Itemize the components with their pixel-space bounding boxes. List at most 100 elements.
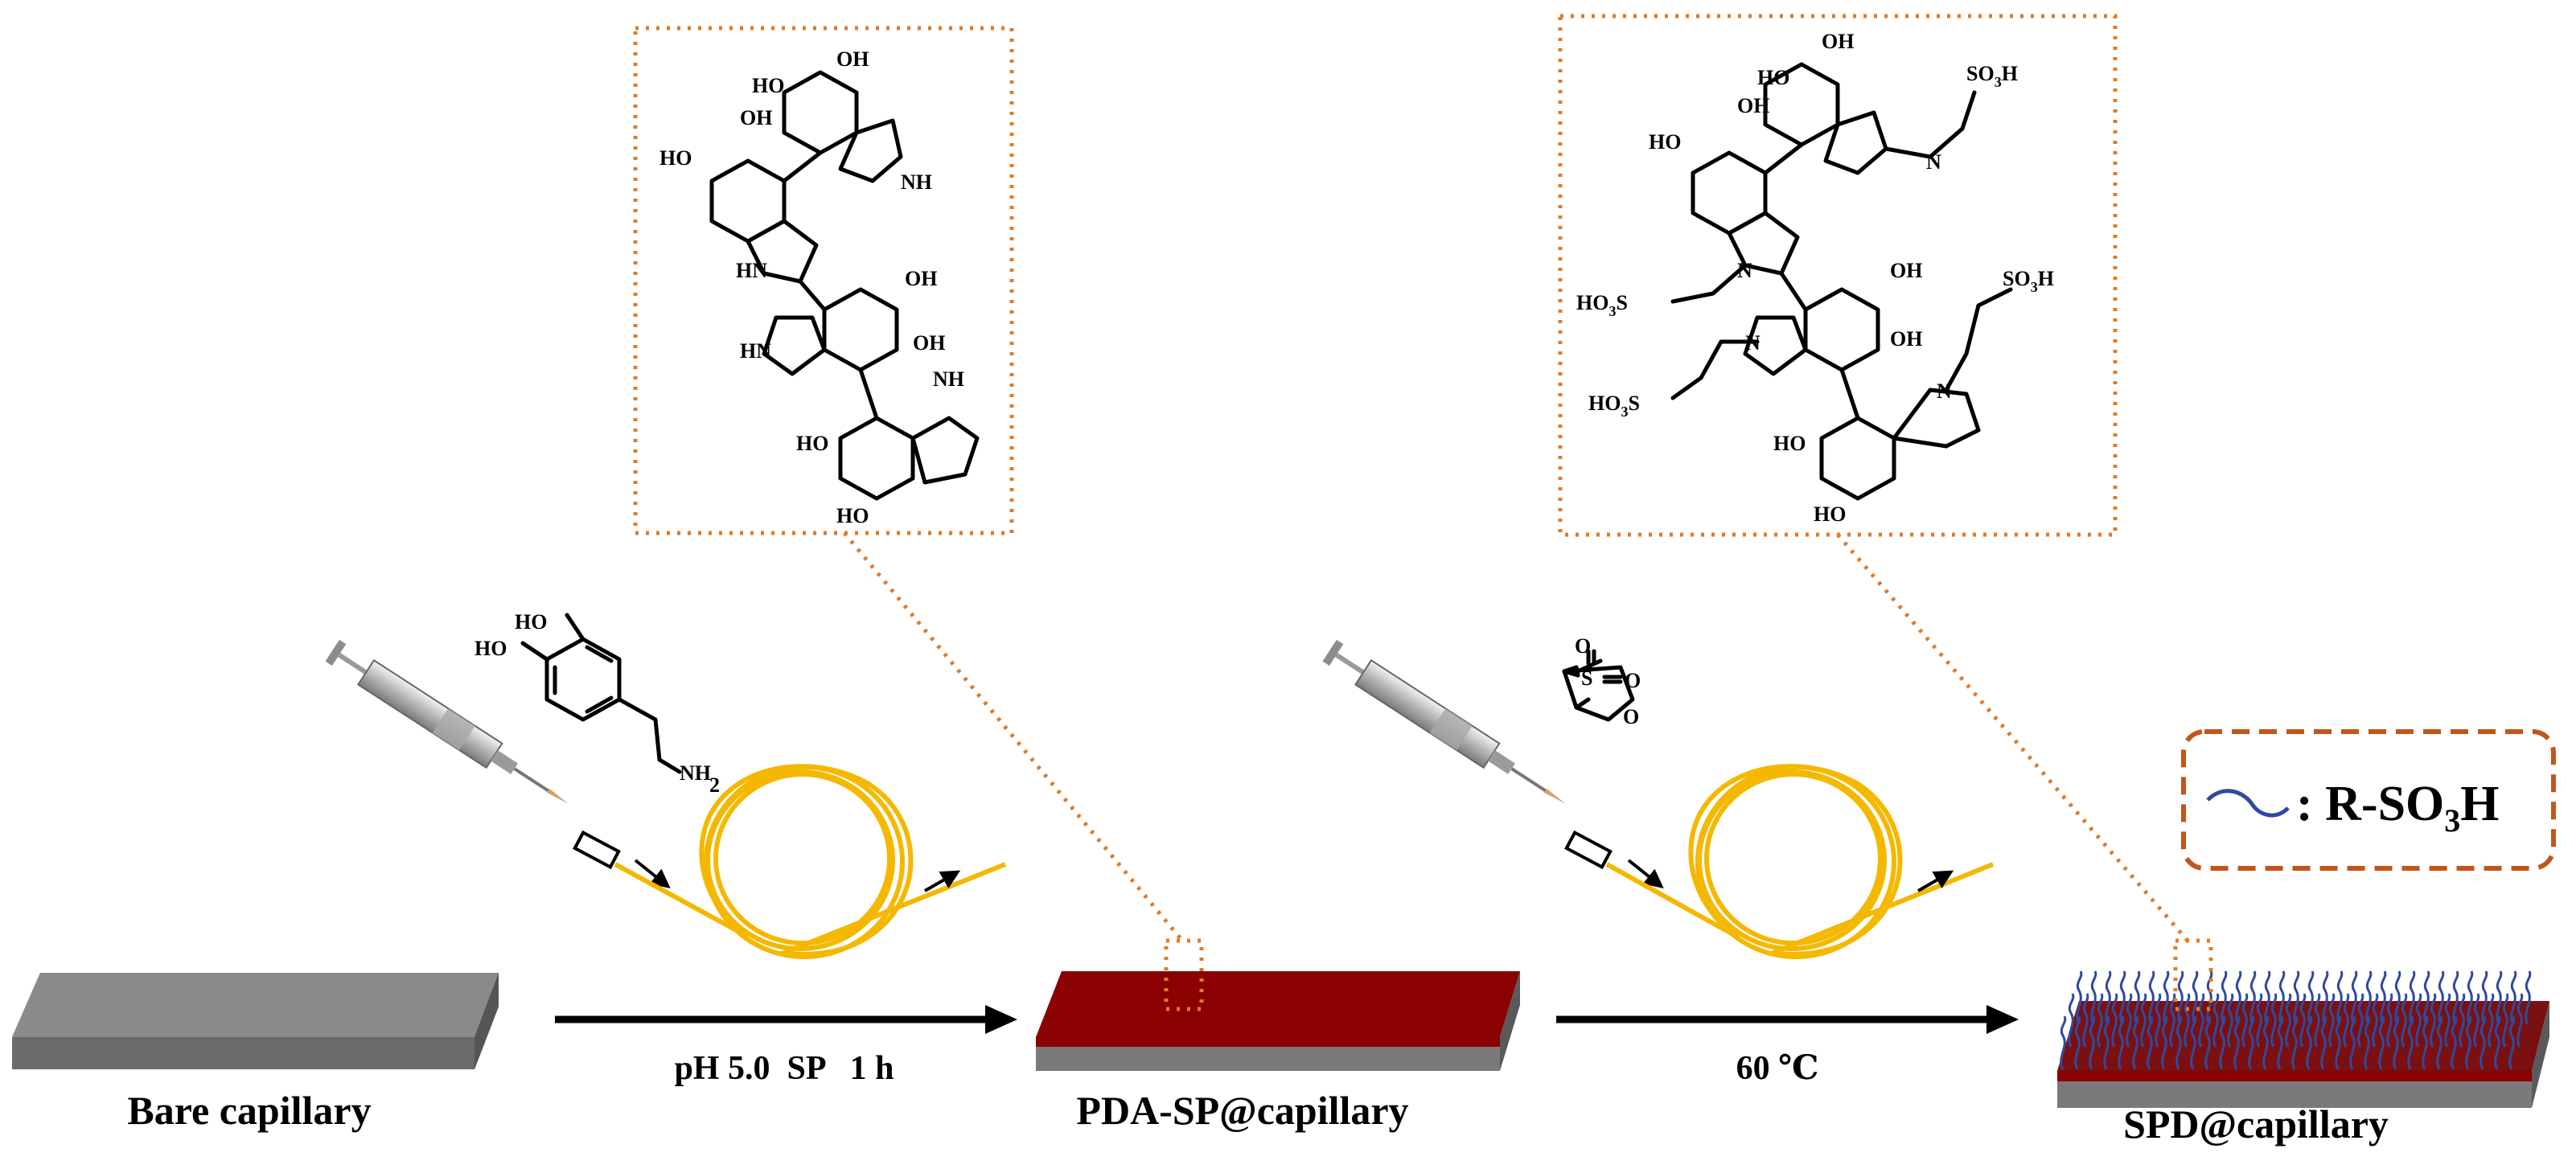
sulfonate-brush (2293, 970, 2300, 1025)
legend-box: : R-SO3H (2181, 729, 2556, 871)
sulfonate-brush (2401, 993, 2408, 1048)
sulfonate-brush (2262, 1015, 2270, 1070)
sulfonate-brush (2380, 970, 2387, 1025)
sulfonate-brush (2118, 1015, 2125, 1070)
pda-oh-4: OH (913, 331, 945, 355)
sulfonate-brush (2444, 993, 2451, 1048)
pda-oh-2: OH (740, 106, 772, 129)
spd-oh-4: OH (1890, 327, 1922, 351)
capillary-coil-1 (614, 764, 1007, 959)
dopamine-nh2-sub: 2 (709, 773, 720, 797)
sulfonate-brush (2119, 970, 2126, 1025)
sulfonate-brush (2343, 993, 2350, 1048)
spd-oh-1: OH (1822, 30, 1854, 53)
flow-arrow-in-2 (1627, 859, 1664, 888)
pda-oh-3: OH (905, 267, 937, 290)
sulfonate-brush (2378, 1015, 2385, 1070)
sulfonate-brush (2438, 970, 2445, 1025)
sulfonate-brush (2357, 993, 2364, 1048)
sultone-o-right: O (1625, 669, 1641, 692)
sulfonate-brush (2090, 970, 2097, 1025)
step1-arrow (555, 1005, 1017, 1034)
sulfonate-chain-icon (2206, 789, 2290, 818)
sulfonate-brush (2364, 1015, 2371, 1070)
pda-ho-2: HO (659, 146, 692, 170)
sulfonate-brush (2386, 993, 2393, 1048)
spd-n-4: N (1937, 379, 1952, 403)
sulfonate-brush (2452, 970, 2459, 1025)
sulfonate-brush (2393, 1015, 2400, 1070)
sulfonate-brush (2494, 1015, 2501, 1070)
step2-arrow (1556, 1005, 2019, 1034)
legend-label: : R-SO3H (2296, 777, 2500, 839)
sulfonate-brush (2082, 993, 2089, 1048)
sulfonate-brush (2233, 1015, 2241, 1070)
sulfonate-brush (2148, 970, 2155, 1025)
spd-so3h-1: SO3H (1966, 62, 2018, 90)
spd-n-3: N (1745, 331, 1760, 355)
sulfonate-brush (2430, 993, 2437, 1048)
sulfonate-brush (2147, 1015, 2154, 1070)
sulfonate-brush (2322, 970, 2329, 1025)
connector-2 (1564, 830, 1613, 870)
step1-condition: pH 5.0 SP 1 h (674, 1050, 894, 1087)
capillary-coil-2 (1605, 764, 1995, 959)
sulfonate-brush (2285, 993, 2292, 1048)
sulfonate-brush (2190, 1015, 2197, 1070)
sulfonate-brush (2132, 1015, 2139, 1070)
spd-n-1: N (1926, 150, 1941, 174)
sulfonate-brush (2409, 970, 2416, 1025)
sulfonate-brush (2175, 1015, 2183, 1070)
sulfonate-brush (2198, 993, 2205, 1048)
sulfonate-brush-layer (2060, 970, 2532, 1070)
flow-arrow-in-1 (634, 859, 671, 888)
spd-so3h-2: SO3H (2003, 267, 2054, 295)
pda-sp-capillary-slab (1036, 971, 1520, 1071)
sulfonate-brush (2473, 993, 2480, 1048)
pda-sp-structure: OH HO OH HO NH HN OH OH HN NH HO HO (659, 47, 980, 527)
sulfonate-brush (2496, 970, 2503, 1025)
sulfonate-brush (2423, 970, 2430, 1025)
pda-ho-4: HO (836, 504, 869, 527)
sulfonate-brush (2488, 993, 2495, 1048)
pda-coating-top (1036, 971, 1520, 1037)
sulfonate-brush (2248, 1015, 2255, 1070)
sulfonate-brush (2278, 970, 2286, 1025)
sulfonate-brush (2328, 993, 2336, 1048)
sulfonate-brush (2407, 1015, 2414, 1070)
sulfonate-brush (2320, 1015, 2327, 1070)
sulfonate-brush (2335, 1015, 2342, 1070)
sulfonate-brush (2351, 970, 2358, 1025)
sultone-s: S (1581, 667, 1592, 690)
spd-oh-2: OH (1737, 94, 1769, 117)
pda-ho-3: HO (796, 432, 828, 455)
sulfonate-brush (2163, 970, 2170, 1025)
sulfonate-brush (2111, 993, 2118, 1048)
sulfonate-brush (2510, 970, 2517, 1025)
spd-ho-2: HO (1649, 130, 1681, 154)
sultone-structure: O S O O (1562, 634, 1641, 728)
sulfonate-brush (2089, 1015, 2096, 1070)
sulfonate-brush (2097, 993, 2104, 1048)
syringe-1 (325, 639, 569, 804)
sulfonate-brush (2306, 1015, 2313, 1070)
sulfonate-brush (2502, 993, 2509, 1048)
sulfonate-brush (2105, 970, 2112, 1025)
sulfonate-brush (2103, 1015, 2110, 1070)
dopamine-oh-top: HO (515, 610, 547, 634)
sulfonate-brush (2264, 970, 2271, 1025)
stage-label-bare: Bare capillary (127, 1088, 371, 1133)
sulfonate-brush (2422, 1015, 2429, 1070)
sulfonate-brush (2479, 1015, 2487, 1070)
sulfonate-brush (2227, 993, 2234, 1048)
sulfonate-brush (2372, 993, 2379, 1048)
sulfonate-brush (2307, 970, 2315, 1025)
sulfonate-brush (2177, 970, 2184, 1025)
sulfonate-brush (2465, 1015, 2472, 1070)
bare-capillary-slab (12, 973, 499, 1069)
pda-hn-1: HN (736, 259, 767, 282)
sulfonate-brush (2235, 970, 2242, 1025)
sulfonate-brush (2184, 993, 2191, 1048)
sulfonate-brush (2277, 1015, 2284, 1070)
